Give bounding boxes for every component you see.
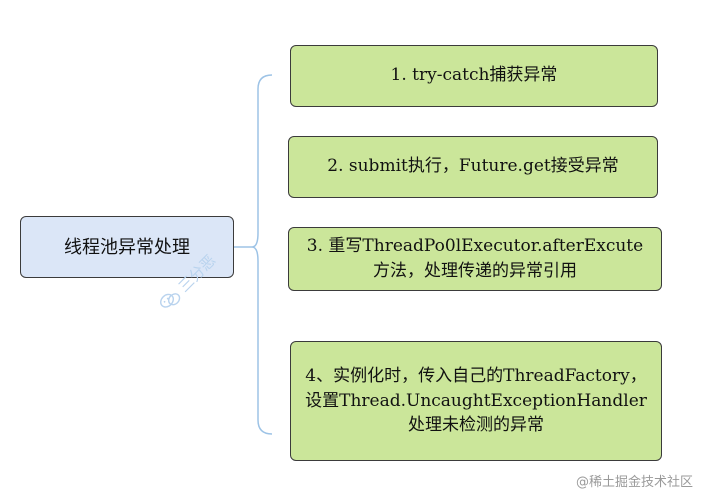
child-node-3-label: 3. 重写ThreadPo0lExecutor.afterExcute方法，处理…	[306, 236, 644, 281]
site-credit: @稀土掘金技术社区	[576, 471, 693, 490]
child-node-4-label: 4、实例化时，传入自己的ThreadFactory，设置Thread.Uncau…	[305, 366, 647, 436]
child-node-2-label: 2. submit执行，Future.get接受异常	[327, 156, 619, 177]
watermark: 三分恶	[155, 250, 220, 315]
child-node-1-label: 1. try-catch捕获异常	[390, 65, 558, 86]
site-credit-text: @稀土掘金技术社区	[575, 475, 693, 490]
root-node: 线程池异常处理	[20, 216, 234, 278]
child-node-4: 4、实例化时，传入自己的ThreadFactory，设置Thread.Uncau…	[290, 341, 662, 461]
root-node-label: 线程池异常处理	[64, 236, 190, 258]
child-node-3: 3. 重写ThreadPo0lExecutor.afterExcute方法，处理…	[288, 227, 662, 291]
child-node-1: 1. try-catch捕获异常	[290, 45, 658, 107]
wechat-icon	[159, 292, 180, 308]
child-node-2: 2. submit执行，Future.get接受异常	[288, 136, 658, 198]
